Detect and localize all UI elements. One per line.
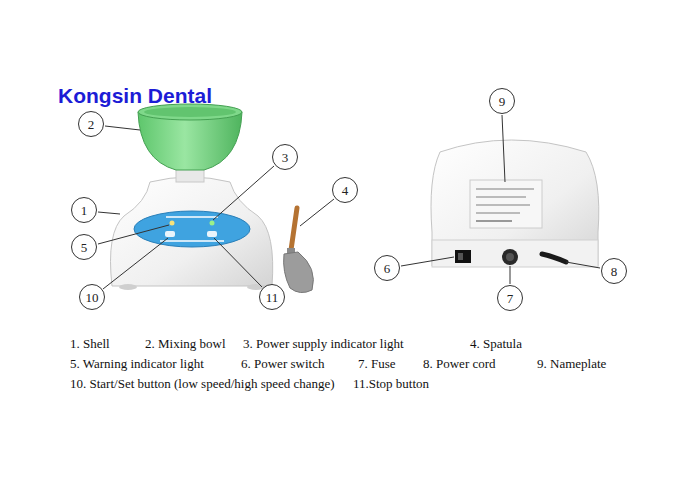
callout-number: 10 <box>86 291 99 304</box>
part-name: 4. Spatula <box>470 336 522 352</box>
mixing-bowl <box>138 112 242 170</box>
nameplate <box>470 180 542 228</box>
callout-circle: 3 <box>272 144 298 170</box>
callout-number: 6 <box>384 262 391 275</box>
start-button <box>165 231 175 237</box>
callout-circle: 11 <box>259 284 285 310</box>
leader-lines <box>98 115 600 289</box>
power-switch <box>455 250 471 263</box>
callout-circle: 6 <box>374 255 400 281</box>
mixer-front <box>111 104 273 290</box>
foot <box>119 284 137 290</box>
leader-line <box>566 262 600 268</box>
spatula <box>284 208 314 293</box>
panel-print <box>160 240 224 242</box>
shell <box>431 140 599 266</box>
callout-circle: 8 <box>601 258 627 284</box>
nameplate-print <box>476 220 512 222</box>
control-panel <box>134 211 250 247</box>
nameplate-print <box>476 204 530 206</box>
leader-line <box>103 238 168 289</box>
power-switch <box>458 253 463 260</box>
callout-number: 4 <box>342 184 349 197</box>
callout-circle: 10 <box>79 284 105 310</box>
callout-number: 3 <box>282 151 289 164</box>
fuse <box>506 253 514 261</box>
leader-line <box>214 238 262 287</box>
callout-number: 5 <box>81 241 88 254</box>
callout-number: 1 <box>81 204 88 217</box>
part-name: 3. Power supply indicator light <box>243 336 404 352</box>
callout-circle: 5 <box>71 234 97 260</box>
callout-circle: 4 <box>332 177 358 203</box>
callout-number: 2 <box>88 118 95 131</box>
nameplate-print <box>476 196 526 198</box>
callout-circle: 9 <box>489 88 515 114</box>
part-name: 1. Shell <box>70 336 110 352</box>
part-name: 9. Nameplate <box>537 356 606 372</box>
leader-line <box>98 225 169 244</box>
callout-circle: 7 <box>497 285 523 311</box>
bowl-inside <box>144 107 236 117</box>
leader-line <box>401 257 454 266</box>
callout-circle: 2 <box>78 111 104 137</box>
leader-line <box>98 212 120 214</box>
nameplate-print <box>476 188 534 190</box>
callout-number: 9 <box>499 95 506 108</box>
callout-number: 7 <box>507 292 514 305</box>
power-light <box>210 221 215 226</box>
callout-number: 8 <box>611 265 618 278</box>
part-name: 8. Power cord <box>423 356 496 372</box>
spatula-blade <box>284 252 314 293</box>
mixer-back <box>431 140 599 267</box>
stop-button <box>207 231 217 237</box>
leader-line <box>510 266 511 284</box>
nameplate-print <box>476 212 520 214</box>
leader-line <box>213 166 274 220</box>
callout-circle: 1 <box>71 197 97 223</box>
part-name: 2. Mixing bowl <box>145 336 226 352</box>
callout-number: 11 <box>266 291 279 304</box>
part-name: 6. Power switch <box>241 356 324 372</box>
part-name: 7. Fuse <box>358 356 396 372</box>
panel-print <box>166 216 218 218</box>
fuse <box>502 249 518 265</box>
leader-line <box>300 199 334 226</box>
power-cord <box>542 254 566 262</box>
part-name: 5. Warning indicator light <box>70 356 204 372</box>
leader-line <box>502 115 505 182</box>
part-name: 10. Start/Set button (low speed/high spe… <box>70 376 335 392</box>
shell <box>111 177 273 286</box>
leader-line <box>105 126 140 130</box>
part-name: 11.Stop button <box>353 376 429 392</box>
spatula-handle <box>291 208 297 250</box>
warning-light <box>170 221 175 226</box>
watermark: Kongsin Dental <box>58 84 212 108</box>
